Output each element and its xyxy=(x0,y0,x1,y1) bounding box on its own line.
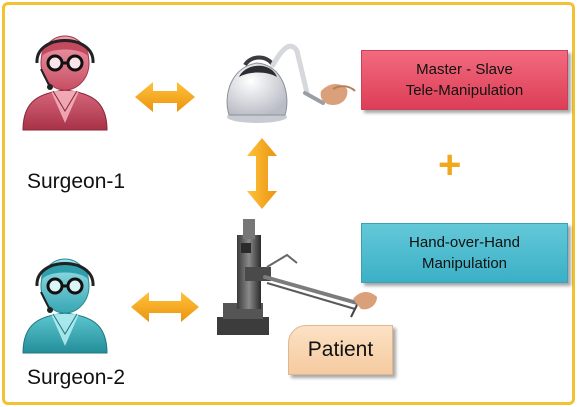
surgeon-1-icon xyxy=(22,35,108,131)
double-arrow-bottom xyxy=(131,292,199,322)
double-arrow-vertical xyxy=(247,138,277,209)
surgeon-2-icon xyxy=(22,258,108,354)
plus-icon: + xyxy=(438,143,462,187)
master-slave-box: Master - Slave Tele-Manipulation xyxy=(361,50,568,110)
master-slave-line-1: Master - Slave xyxy=(416,61,513,78)
hand-over-hand-line-2: Manipulation xyxy=(421,255,508,272)
hand-over-hand-box: Hand-over-Hand Manipulation xyxy=(361,223,568,283)
diagram-canvas xyxy=(22,35,377,354)
surgeon-1-label: Surgeon-1 xyxy=(27,170,126,193)
double-arrow-top xyxy=(135,82,195,112)
patient-label: Patient xyxy=(288,325,393,375)
master-slave-line-2: Tele-Manipulation xyxy=(405,82,524,99)
robot-arm-image xyxy=(217,219,377,335)
surgeon-2-label: Surgeon-2 xyxy=(27,366,126,389)
haptic-device-image xyxy=(226,43,356,123)
hand-over-hand-line-1: Hand-over-Hand xyxy=(409,234,520,251)
